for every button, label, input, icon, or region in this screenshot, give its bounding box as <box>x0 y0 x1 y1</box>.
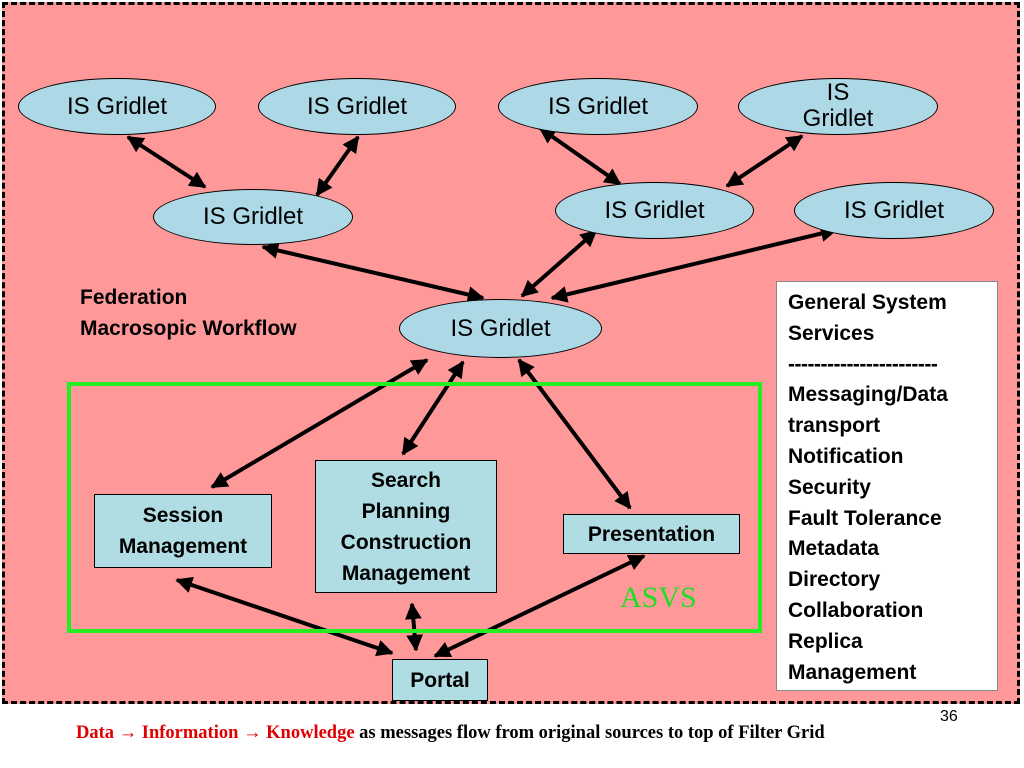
gridlet-label: IS Gridlet <box>202 203 304 230</box>
footer-caption: Data → Information → Knowledge as messag… <box>76 723 825 744</box>
services-line: Fault Tolerance <box>788 506 942 530</box>
gridlet-label: IS Gridlet <box>547 92 649 120</box>
general-services-box: General System Services ----------------… <box>776 281 998 691</box>
right-arrow-icon: → <box>118 723 138 743</box>
gridlet-label: IS Gridlet <box>604 196 705 224</box>
gridlet-label: IS Gridlet <box>843 196 945 224</box>
page-number: 36 <box>940 708 958 725</box>
services-line: Services <box>788 321 875 345</box>
search-line4: Management <box>341 561 471 585</box>
gridlet-central[interactable]: IS Gridlet <box>399 299 602 358</box>
services-line: Replica <box>788 629 863 653</box>
portal-label: Portal <box>410 668 470 692</box>
services-line: Notification <box>788 444 904 468</box>
gridlet-top-3[interactable]: IS Gridlet <box>498 78 698 135</box>
gridlet-label-line1: IS <box>826 78 850 106</box>
gridlet-mid-left[interactable]: IS Gridlet <box>153 189 353 245</box>
gridlet-label: IS Gridlet <box>66 92 168 120</box>
gridlet-mid-center[interactable]: IS Gridlet <box>555 182 754 239</box>
footer-data: Data <box>76 723 115 743</box>
services-line: Metadata <box>788 537 880 561</box>
services-line: Messaging/Data <box>788 383 948 407</box>
federation-label: Federation Macrosopic Workflow <box>80 282 297 344</box>
presentation-label: Presentation <box>587 522 716 546</box>
search-line3: Construction <box>340 530 472 554</box>
gridlet-label: IS Gridlet <box>306 92 408 120</box>
services-line: General System <box>788 291 947 314</box>
presentation-box[interactable]: Presentation <box>563 514 740 554</box>
gridlet-mid-right[interactable]: IS Gridlet <box>794 182 994 239</box>
gridlet-label: IS Gridlet <box>450 314 551 342</box>
services-line: Directory <box>788 568 881 592</box>
gridlet-label-line2: Gridlet <box>802 104 874 132</box>
gridlet-top-4[interactable]: IS Gridlet <box>738 78 938 135</box>
session-line1: Session <box>142 504 224 527</box>
asvs-boundary <box>67 382 762 633</box>
right-arrow-icon: → <box>243 723 262 743</box>
federation-line2: Macrosopic Workflow <box>80 317 297 340</box>
services-line: Collaboration <box>788 598 924 622</box>
session-management-box[interactable]: Session Management <box>94 494 272 568</box>
services-line: Management <box>788 660 917 684</box>
search-planning-box[interactable]: Search Planning Construction Management <box>315 460 497 593</box>
services-line: Security <box>788 475 871 499</box>
federation-line1: Federation <box>80 286 188 309</box>
services-divider: ----------------------- <box>788 352 938 376</box>
gridlet-top-2[interactable]: IS Gridlet <box>258 78 456 135</box>
asvs-label: ASVS <box>620 581 697 614</box>
gridlet-top-1[interactable]: IS Gridlet <box>18 78 216 135</box>
footer-information: Information <box>141 723 239 743</box>
search-line1: Search <box>370 468 442 492</box>
search-line2: Planning <box>361 499 451 523</box>
session-line2: Management <box>118 535 248 558</box>
portal-box[interactable]: Portal <box>392 659 488 701</box>
footer-knowledge: Knowledge <box>266 723 355 743</box>
footer-rest: as messages flow from original sources t… <box>359 723 825 743</box>
services-line: transport <box>788 414 881 438</box>
